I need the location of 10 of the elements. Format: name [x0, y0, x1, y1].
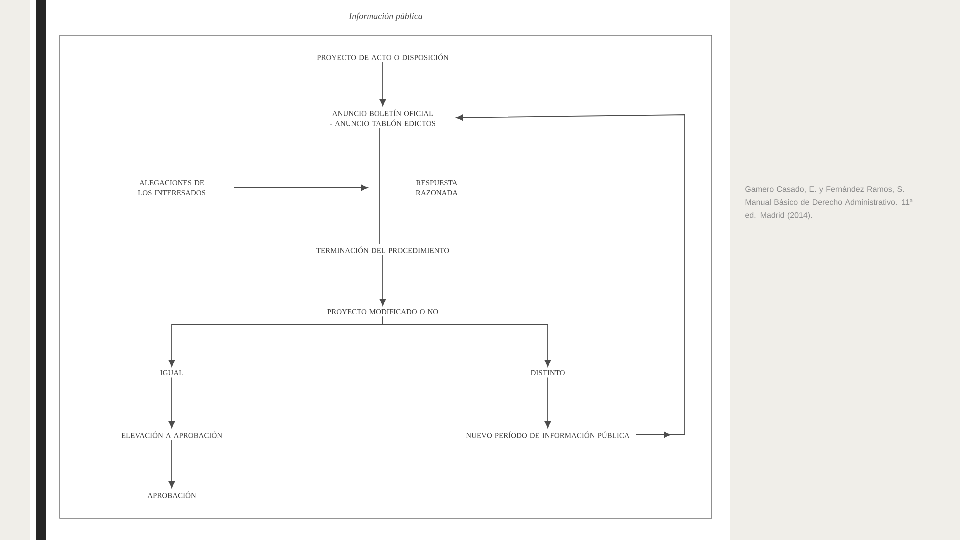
source-citation: Gamero Casado, E. y Fernández Ramos, S. Manual Básico de Derecho Administrativo. 11ª ed. Madrid (2014).: [746, 186, 913, 220]
arrow: [456, 114, 686, 438]
arrow: [168, 440, 176, 488]
arrow: [544, 377, 552, 428]
arrow: [382, 316, 552, 368]
arrow: [234, 184, 368, 192]
arrow: [380, 255, 386, 306]
frame-title: Información pública: [347, 10, 425, 24]
arrow: [380, 62, 386, 106]
arrow: [168, 377, 176, 428]
